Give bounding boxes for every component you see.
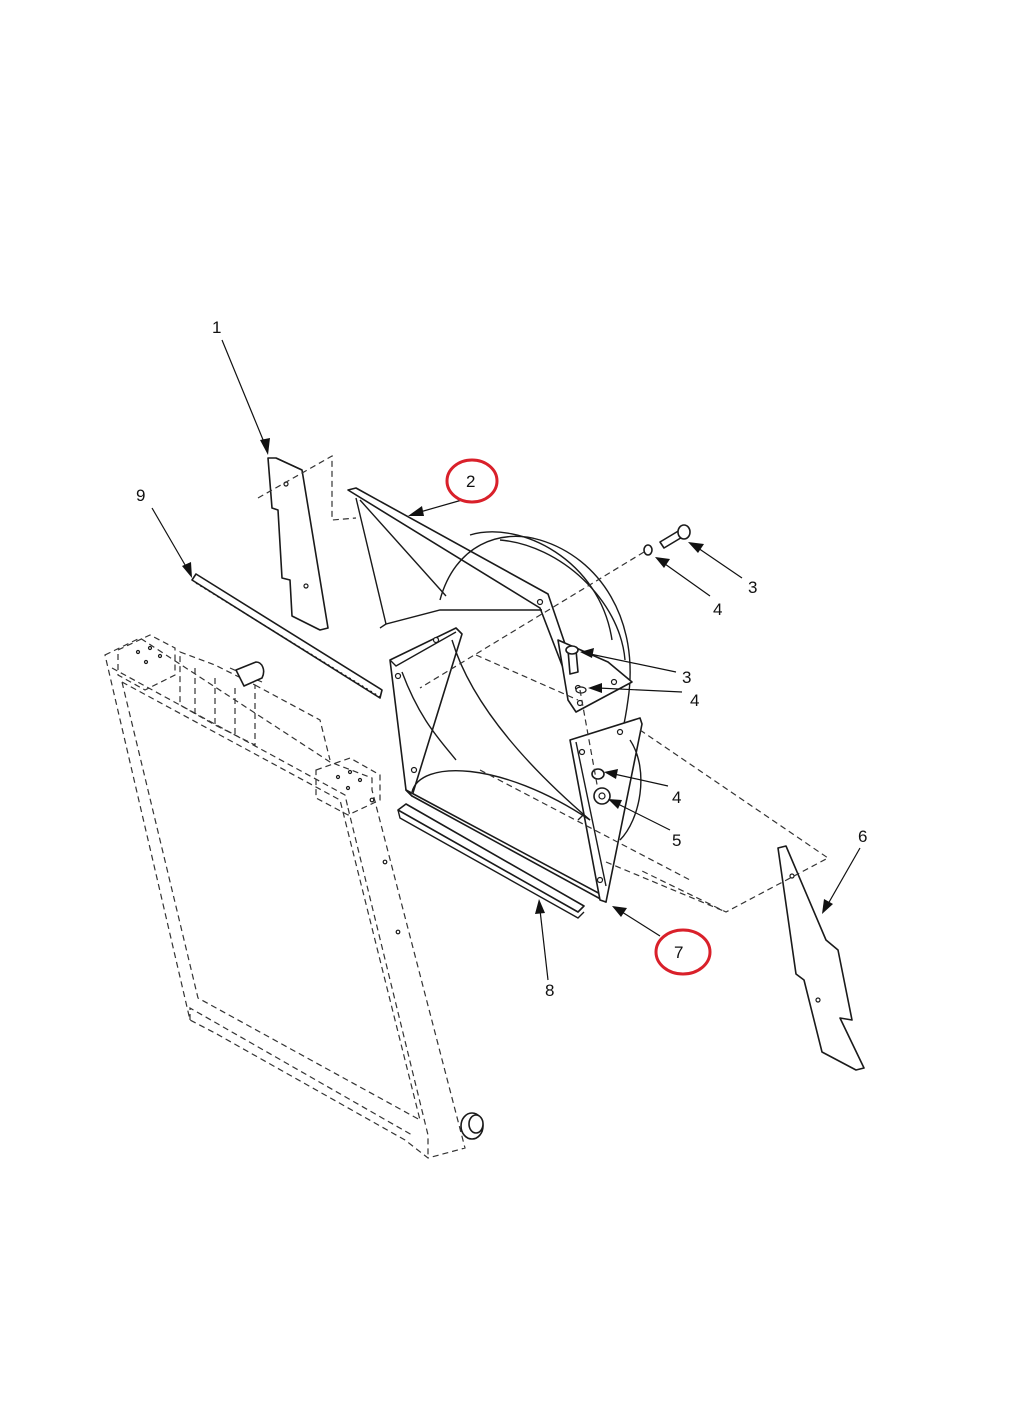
part-7-lower-shroud [389,627,643,903]
callout-9-label: 9 [136,486,145,505]
callout-4-middle-label: 4 [690,691,699,710]
callout-2-highlight-circle [445,458,499,504]
callout-4-upper-label: 4 [713,600,722,619]
part-9-seal-strip [191,573,383,699]
callout-7-label: 7 [674,943,683,962]
callout-1-label: 1 [212,318,221,337]
assembly-phantom-lines [419,551,830,913]
hardware-bolts-washers-nuts [565,524,691,805]
radiator-phantom [104,634,484,1159]
part-1-left-baffle [257,454,357,631]
callout-8-label: 8 [545,981,554,1000]
callout-3-upper-label: 3 [748,578,757,597]
callout-3-middle-label: 3 [682,668,691,687]
leader-lines [151,339,861,981]
part-6-right-baffle [777,845,865,1071]
callout-4-lower-label: 4 [672,788,681,807]
callout-5-label: 5 [672,831,681,850]
callout-6-label: 6 [858,827,867,846]
callout-2-label: 2 [466,472,475,491]
callout-7-highlight-circle [654,928,712,976]
part-8-seal-bar [397,803,585,919]
